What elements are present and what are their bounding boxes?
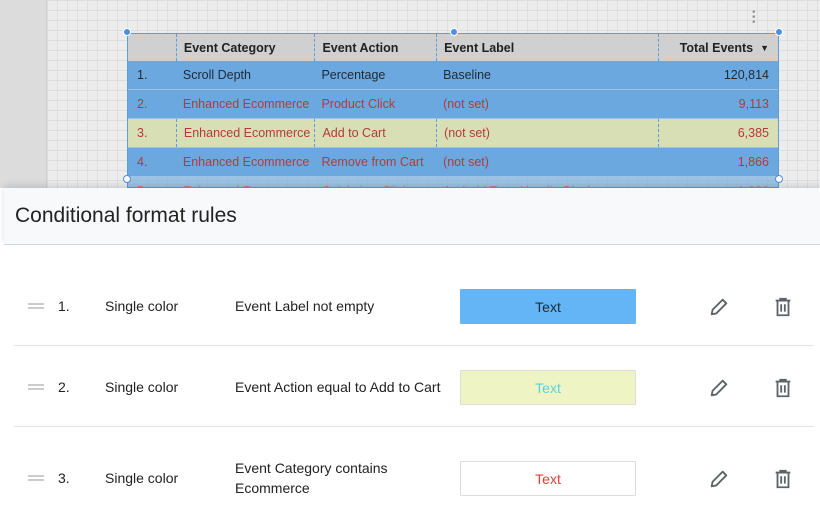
edit-pencil-icon[interactable] <box>708 468 730 490</box>
panel-title: Conditional format rules <box>4 188 820 245</box>
header-total-events-label: Total Events <box>679 40 754 55</box>
sort-desc-icon: ▼ <box>760 42 769 53</box>
rule-row[interactable]: 2. Single color Event Action equal to Ad… <box>14 347 814 427</box>
resize-handle[interactable] <box>123 28 131 36</box>
cell: Baseline <box>443 68 492 82</box>
cell: Enhanced Ecommerce <box>176 177 315 187</box>
delete-trash-icon[interactable] <box>772 377 794 399</box>
edit-pencil-icon[interactable] <box>708 296 730 318</box>
resize-handle[interactable] <box>775 175 783 183</box>
cell: Android Tone Hoodie Black <box>436 177 658 187</box>
rule-row[interactable]: 1. Single color Event Label not empty Te… <box>14 266 814 346</box>
rule-type: Single color <box>105 379 179 395</box>
cell: Quickview Click <box>314 177 436 187</box>
table-header: Event Category Event Action Event Label … <box>128 34 778 61</box>
header-index <box>128 34 176 61</box>
more-options-icon[interactable]: ••• <box>752 7 756 28</box>
cell: 1,330 <box>658 177 778 187</box>
cell: 2. <box>137 97 148 111</box>
resize-handle[interactable] <box>450 28 458 36</box>
rule-row[interactable]: 3. Single color Event Category contains … <box>14 428 814 524</box>
cell: 1,866 <box>737 155 769 169</box>
data-table[interactable]: Event Category Event Action Event Label … <box>127 33 779 188</box>
rule-condition: Event Category contains Ecommerce <box>235 460 388 496</box>
rule-index: 2. <box>58 379 70 395</box>
table-row: 4. Enhanced Ecommerce Remove from Cart (… <box>128 148 778 177</box>
cell: Enhanced Ecommerce <box>175 119 315 147</box>
table-row: 3. Enhanced Ecommerce Add to Cart (not s… <box>128 119 778 148</box>
cell: Remove from Cart <box>321 155 424 169</box>
rule-preview: Text <box>460 289 636 324</box>
cell: 120,814 <box>723 68 769 82</box>
drag-handle-icon[interactable] <box>28 475 44 481</box>
rule-type: Single color <box>105 298 179 314</box>
drag-handle-icon[interactable] <box>28 384 44 390</box>
header-event-label[interactable]: Event Label <box>436 34 658 61</box>
rule-index: 1. <box>58 298 70 314</box>
rule-type: Single color <box>105 470 179 486</box>
conditional-format-panel: Conditional format rules 1. Single color… <box>4 188 820 524</box>
cell: 9,113 <box>738 97 769 111</box>
cell: 3. <box>137 126 148 140</box>
table-row: 2. Enhanced Ecommerce Product Click (not… <box>128 90 778 119</box>
table-row: 1. Scroll Depth Percentage Baseline 120,… <box>128 61 778 90</box>
header-event-category[interactable]: Event Category <box>175 34 315 61</box>
resize-handle[interactable] <box>775 28 783 36</box>
cell: Enhanced Ecommerce <box>182 155 310 169</box>
cell: Enhanced Ecommerce <box>182 97 310 111</box>
rule-index: 3. <box>58 470 70 486</box>
cell: Product Click <box>321 97 396 111</box>
table-row: 5. Enhanced Ecommerce Quickview Click An… <box>128 177 778 187</box>
cell: 1. <box>137 68 148 82</box>
left-rail <box>0 0 47 188</box>
header-total-events[interactable]: Total Events ▼ <box>658 34 778 61</box>
rule-preview: Text <box>460 370 636 405</box>
rule-condition: Event Action equal to Add to Cart <box>235 379 441 395</box>
cell: 4. <box>137 155 148 169</box>
cell: 5. <box>128 177 176 187</box>
edit-pencil-icon[interactable] <box>708 377 730 399</box>
cell: (not set) <box>436 119 658 147</box>
header-event-action[interactable]: Event Action <box>314 34 436 61</box>
cell: (not set) <box>443 155 489 169</box>
cell: Scroll Depth <box>182 68 251 82</box>
cell: Add to Cart <box>314 119 436 147</box>
cell: Percentage <box>321 68 386 82</box>
resize-handle[interactable] <box>123 175 131 183</box>
cell: (not set) <box>443 97 489 111</box>
rule-condition: Event Label not empty <box>235 298 375 314</box>
rule-preview: Text <box>460 461 636 496</box>
cell: 6,385 <box>658 119 778 147</box>
delete-trash-icon[interactable] <box>772 468 794 490</box>
drag-handle-icon[interactable] <box>28 303 44 309</box>
delete-trash-icon[interactable] <box>772 296 794 318</box>
